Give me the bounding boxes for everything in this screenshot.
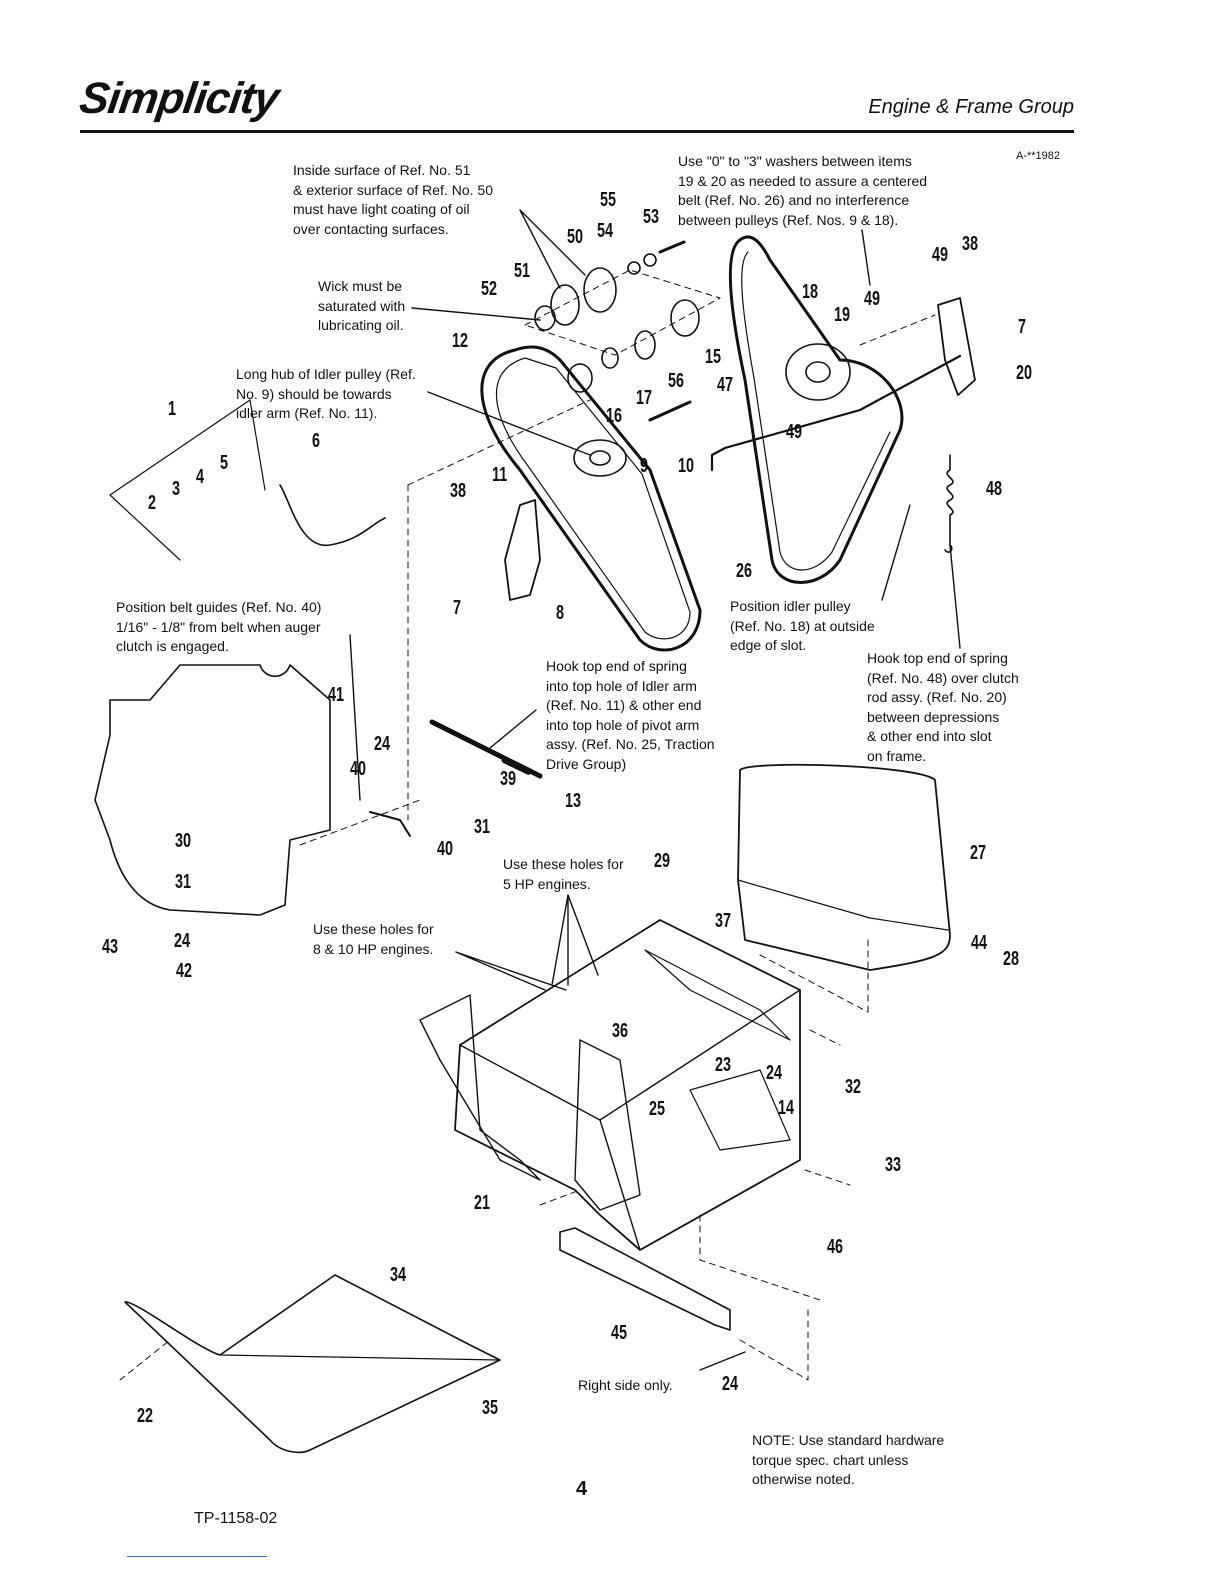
callout-40-top: 40 (350, 758, 367, 780)
cable-6 (280, 485, 385, 545)
callout-37: 37 (715, 910, 732, 932)
note-wick: Wick must be saturated with lubricating … (318, 278, 406, 333)
callout-32: 32 (845, 1076, 862, 1098)
callout-38-left: 38 (450, 480, 467, 502)
idler-pulley-18 (786, 344, 850, 400)
section-title: Engine & Frame Group (868, 96, 1074, 118)
auger-belt (482, 347, 700, 650)
callout-18: 18 (802, 281, 819, 303)
traction-belt (730, 237, 902, 583)
wick-52 (535, 306, 555, 330)
callout-6: 6 (312, 430, 321, 452)
header-rule (80, 130, 1074, 133)
callout-30: 30 (175, 830, 192, 852)
callout-42: 42 (176, 960, 193, 982)
callout-35: 35 (482, 1397, 499, 1419)
callout-34: 34 (390, 1264, 407, 1286)
callout-10: 10 (678, 455, 695, 477)
callout-26: 26 (736, 560, 753, 582)
callout-46: 46 (827, 1236, 844, 1258)
callout-44: 44 (971, 932, 988, 954)
callout-33: 33 (885, 1154, 902, 1176)
callout-50: 50 (567, 226, 584, 248)
footer-divider (127, 1556, 267, 1557)
callout-16: 16 (606, 405, 623, 427)
engine-43 (95, 665, 330, 915)
callout-24-engine: 24 (174, 930, 191, 952)
callout-52: 52 (481, 278, 498, 300)
callout-28: 28 (1003, 948, 1020, 970)
callout-24-belt-guide: 24 (374, 733, 391, 755)
callout-41: 41 (328, 684, 345, 706)
callout-13: 13 (565, 790, 582, 812)
callout-53: 53 (643, 206, 660, 228)
callout-56: 56 (668, 370, 685, 392)
callout-20: 20 (1016, 362, 1033, 384)
callout-36: 36 (612, 1020, 629, 1042)
callout-19: 19 (834, 304, 851, 326)
callout-43: 43 (102, 936, 119, 958)
note-torque: NOTE: Use standard hardware torque spec.… (752, 1432, 945, 1487)
note-oil-coating: Inside surface of Ref. No. 51 & exterior… (293, 162, 493, 237)
callout-45: 45 (611, 1322, 628, 1344)
callout-39: 39 (500, 768, 517, 790)
callout-51: 51 (514, 260, 531, 282)
callout-7-right: 7 (1018, 316, 1027, 338)
pulley-51 (551, 285, 579, 325)
note-washers: Use "0" to "3" washers between items 19 … (678, 153, 928, 228)
idler-pulley-9 (574, 440, 626, 476)
note-holes-8-10hp: Use these holes for 8 & 10 HP engines. (313, 921, 434, 957)
callout-2: 2 (148, 492, 157, 514)
belt-cover-27 (738, 765, 950, 970)
pulley-50 (584, 268, 616, 312)
clutch-rod-20 (712, 356, 960, 470)
callout-3: 3 (172, 478, 181, 500)
brace-45 (560, 1228, 730, 1330)
callout-38-right: 38 (962, 233, 979, 255)
idler-arm-11 (505, 500, 540, 600)
callout-9: 9 (640, 455, 649, 477)
callout-11: 11 (492, 464, 508, 486)
callout-49-bottom: 49 (786, 421, 803, 443)
callout-31-bolt: 31 (474, 816, 491, 838)
callout-25: 25 (649, 1098, 666, 1120)
note-belt-guides: Position belt guides (Ref. No. 40) 1/16"… (116, 599, 322, 654)
callout-1: 1 (168, 398, 177, 420)
callout-4: 4 (196, 466, 205, 488)
callout-12: 12 (452, 330, 469, 352)
callout-22: 22 (137, 1405, 154, 1427)
callout-21: 21 (474, 1192, 491, 1214)
callout-29: 29 (654, 850, 671, 872)
note-spring-13: Hook top end of spring into top hole of … (546, 658, 715, 772)
shield-34 (125, 1275, 500, 1452)
callout-49-mid: 49 (864, 288, 881, 310)
page-number: 4 (576, 1478, 588, 1500)
callout-23: 23 (715, 1054, 732, 1076)
callout-55: 55 (600, 189, 617, 211)
note-right-side: Right side only. (578, 1377, 673, 1393)
note-idler-position: Position idler pulley (Ref. No. 18) at o… (730, 598, 875, 653)
callout-8: 8 (556, 602, 565, 624)
callout-14: 14 (778, 1097, 795, 1119)
callout-5: 5 (220, 452, 229, 474)
callout-27: 27 (970, 842, 987, 864)
callout-40-bottom: 40 (437, 838, 454, 860)
callout-31-engine: 31 (175, 871, 192, 893)
spring-48 (945, 455, 953, 552)
note-holes-5hp: Use these holes for 5 HP engines. (503, 856, 624, 892)
form-code: TP-1158-02 (194, 1510, 278, 1527)
callout-7-left: 7 (453, 597, 462, 619)
callout-54: 54 (597, 220, 614, 242)
callout-47: 47 (717, 374, 734, 396)
callout-24-brace: 24 (722, 1373, 739, 1395)
callout-15: 15 (705, 346, 722, 368)
callout-24-frame: 24 (766, 1062, 783, 1084)
note-spring-48: Hook top end of spring (Ref. No. 48) ove… (867, 650, 1019, 764)
callout-48: 48 (986, 478, 1003, 500)
callout-17: 17 (636, 387, 653, 409)
note-idler-hub: Long hub of Idler pulley (Ref. No. 9) sh… (236, 366, 416, 421)
callout-49-top: 49 (932, 244, 949, 266)
doc-code: A-**1982 (1016, 150, 1061, 162)
